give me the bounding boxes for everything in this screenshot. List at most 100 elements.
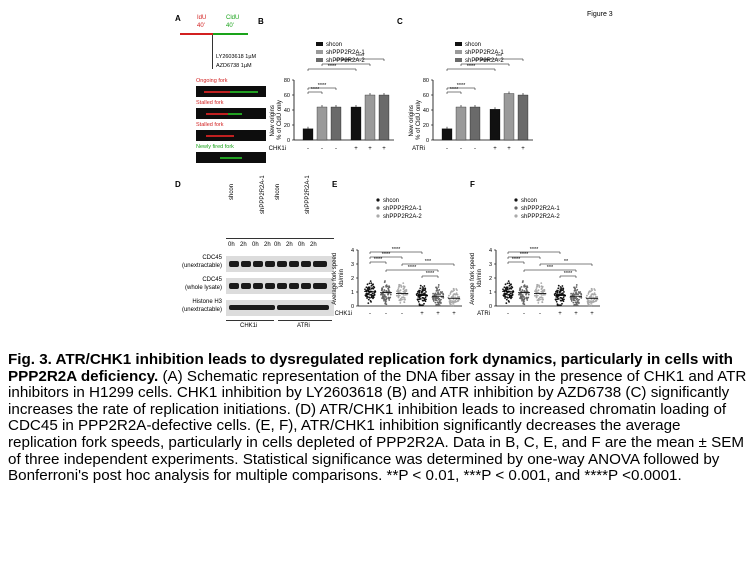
- data-point: [421, 286, 424, 288]
- data-point: [442, 296, 445, 299]
- data-point: [369, 293, 371, 296]
- data-point: [508, 300, 510, 303]
- data-point: [519, 293, 522, 296]
- significance-label: ****: [356, 54, 365, 60]
- data-point: [590, 288, 593, 290]
- y-tick-label: 0: [489, 304, 492, 310]
- data-point: [593, 300, 596, 303]
- significance-bracket: [421, 275, 439, 278]
- data-point: [366, 293, 369, 296]
- data-point: [388, 299, 391, 301]
- data-point: [536, 283, 539, 286]
- legend-label: shPPP2R2A-2: [465, 58, 504, 64]
- bar: [378, 94, 390, 141]
- bar: [330, 106, 342, 141]
- data-point: [368, 291, 370, 294]
- data-point: [423, 297, 426, 300]
- panel-letter-d: D: [175, 180, 181, 189]
- category-label: +: [521, 146, 525, 152]
- data-point: [535, 288, 537, 291]
- significance-bracket: [307, 91, 323, 94]
- data-point: [590, 301, 593, 304]
- data-point: [418, 304, 421, 307]
- significance-label: ****: [311, 87, 320, 93]
- data-point: [383, 294, 385, 296]
- chart-b-ylabel-line-1: New origins: [270, 105, 276, 136]
- data-point: [439, 291, 442, 293]
- data-point: [398, 283, 401, 286]
- data-point: [405, 293, 408, 296]
- data-point: [504, 295, 507, 298]
- data-point: [523, 297, 526, 300]
- idu-time: 40': [197, 23, 205, 29]
- data-point: [591, 293, 594, 296]
- data-point: [576, 288, 579, 291]
- data-point: [560, 299, 563, 302]
- data-point: [437, 290, 439, 292]
- data-point: [592, 296, 594, 299]
- data-point: [522, 296, 525, 298]
- data-point: [436, 288, 438, 290]
- data-point: [507, 293, 509, 296]
- panel-letter-a: A: [175, 14, 181, 23]
- data-point: [572, 292, 575, 295]
- data-point: [523, 284, 525, 287]
- blot-row-1-label-2: (unextractable): [181, 263, 222, 269]
- data-point: [526, 297, 529, 299]
- data-point: [432, 296, 435, 299]
- data-point: [509, 292, 512, 295]
- data-point: [432, 292, 435, 295]
- category-label: +: [493, 146, 497, 152]
- data-point: [525, 290, 528, 292]
- significance-label: ****: [530, 247, 539, 253]
- category-label: +: [507, 146, 511, 152]
- category-label: +: [574, 311, 578, 317]
- legend-label: shPPP2R2A-1: [465, 50, 504, 56]
- data-point: [576, 301, 579, 304]
- data-point: [589, 304, 591, 307]
- significance-label: ****: [467, 64, 476, 70]
- data-point: [422, 289, 425, 291]
- data-point: [403, 298, 406, 301]
- data-point: [541, 291, 544, 294]
- significance-bracket: [307, 68, 357, 71]
- legend-label: shPPP2R2A-1: [383, 206, 422, 212]
- data-point: [437, 298, 440, 301]
- category-label: +: [368, 146, 372, 152]
- data-point: [423, 302, 425, 305]
- significance-label: ***: [425, 259, 432, 265]
- data-point: [575, 290, 577, 292]
- data-point: [396, 290, 398, 293]
- data-point: [397, 291, 400, 293]
- legend-label: shcon: [521, 198, 537, 204]
- significance-bracket: [335, 58, 385, 61]
- data-point: [556, 293, 559, 296]
- data-point: [369, 297, 371, 299]
- data-point: [502, 288, 504, 291]
- bar: [316, 106, 328, 141]
- data-point: [521, 294, 523, 296]
- significance-label: ****: [408, 265, 417, 271]
- data-point: [372, 285, 375, 288]
- idu-bar: [180, 33, 213, 35]
- chart-f-ylabel-line-1: Average fork speed: [470, 253, 476, 305]
- significance-label: ****: [426, 271, 435, 277]
- data-point: [539, 296, 541, 299]
- data-point: [422, 299, 425, 302]
- category-label: +: [436, 311, 440, 317]
- data-point: [437, 302, 440, 305]
- category-label: -: [507, 311, 509, 317]
- significance-bracket: [507, 251, 561, 254]
- data-point: [442, 292, 444, 295]
- data-point: [402, 296, 405, 299]
- significance-label: ****: [382, 252, 391, 258]
- y-tick-label: 80: [423, 78, 429, 84]
- data-point: [523, 289, 526, 292]
- legend-marker: [376, 206, 380, 210]
- data-point: [555, 300, 558, 303]
- data-point: [400, 284, 402, 287]
- data-point: [574, 288, 576, 290]
- data-point: [573, 303, 576, 306]
- data-point: [453, 293, 456, 296]
- significance-bracket: [474, 58, 524, 61]
